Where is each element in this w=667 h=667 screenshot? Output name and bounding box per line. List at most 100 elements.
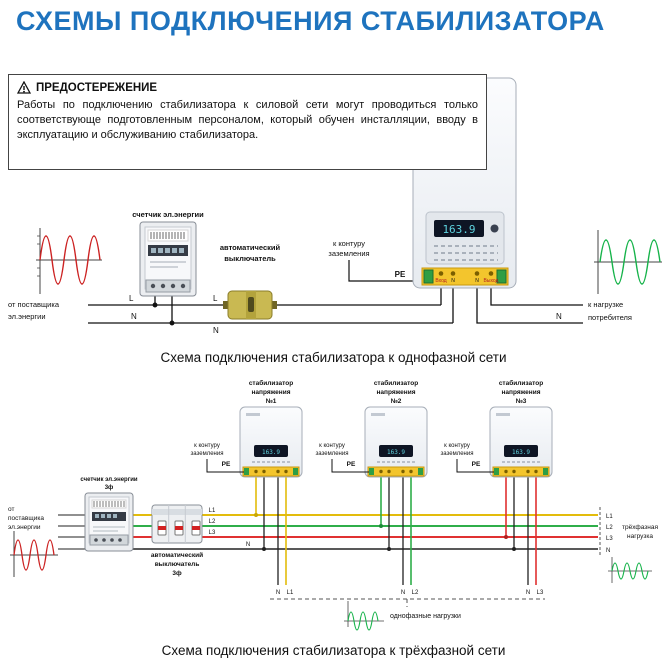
- output-wires: [476, 285, 583, 324]
- phase-label-l3: L3: [209, 530, 216, 536]
- svg-text:выключатель: выключатель: [224, 254, 276, 263]
- load-sine: [599, 239, 661, 285]
- svg-text:эл.энергии: эл.энергии: [8, 312, 46, 321]
- electricity-meter-3ph: [84, 492, 134, 552]
- svg-text:к нагрузке: к нагрузке: [588, 300, 623, 309]
- terminal-label-output-n: N: [475, 278, 479, 284]
- svg-text:3ф: 3ф: [105, 484, 114, 491]
- load-phase-n: N: [606, 548, 610, 554]
- wire-label-n2: N: [213, 326, 219, 335]
- svg-text:163.9: 163.9: [262, 449, 280, 456]
- diagram-three-phase: стабилизатор напряжения №1 163.9 к конту…: [8, 379, 658, 631]
- pe-label-3: PE: [472, 461, 481, 468]
- three-phase-load-label: трёхфазная нагрузка: [622, 524, 658, 540]
- svg-text:заземления: заземления: [316, 451, 349, 457]
- warning-box: ПРЕДОСТЕРЕЖЕНИЕ Работы по подключению ст…: [8, 74, 487, 170]
- load-wave-3ph: [608, 557, 652, 583]
- svg-text:к контуру: к контуру: [333, 239, 365, 248]
- phase-label-l2: L2: [209, 519, 216, 525]
- svg-text:163.9: 163.9: [387, 449, 405, 456]
- ground-label: к контуру заземления: [328, 239, 369, 258]
- single-phase-loads-label: однофазные нагрузки: [390, 613, 461, 620]
- svg-text:потребителя: потребителя: [588, 313, 632, 322]
- svg-text:к контуру: к контуру: [194, 443, 220, 449]
- stabilizer-1-wires: [254, 476, 287, 585]
- out1-n: N: [276, 590, 280, 596]
- wire-label-n: N: [131, 312, 137, 321]
- svg-text:заземления: заземления: [328, 249, 369, 258]
- ground-label-3: к контуру заземления PE: [441, 443, 494, 473]
- load-phase-l2: L2: [606, 525, 613, 531]
- electricity-meter: [139, 221, 197, 297]
- svg-text:поставщика: поставщика: [8, 515, 44, 522]
- ground-label-2: к контуру заземления PE: [316, 443, 369, 473]
- stabilizer-3-wires: [504, 476, 537, 585]
- warning-title: ПРЕДОСТЕРЕЖЕНИЕ: [36, 81, 158, 94]
- load-label: к нагрузке потребителя: [588, 300, 632, 322]
- stabilizer-unit-2: стабилизатор напряжения №2 163.9: [364, 379, 428, 478]
- supply-sine: [39, 235, 101, 285]
- svg-text:счетчик эл.энергии: счетчик эл.энергии: [80, 477, 137, 483]
- svg-text:эл.энергии: эл.энергии: [8, 524, 41, 531]
- stabilizer-2-wires: [379, 476, 412, 585]
- wire-label-l2: L: [213, 294, 218, 303]
- supply-wave-graph-3ph: [10, 531, 58, 577]
- svg-text:трёхфазная: трёхфазная: [622, 524, 658, 531]
- caption-three-phase: Схема подключения стабилизатора к трёхфа…: [161, 643, 506, 658]
- svg-text:№2: №2: [391, 398, 402, 405]
- svg-text:к контуру: к контуру: [444, 443, 470, 449]
- page-title: СХЕМЫ ПОДКЛЮЧЕНИЯ СТАБИЛИЗАТОРА: [16, 6, 605, 36]
- wire-label-l: L: [129, 294, 134, 303]
- single-phase-loads-bracket: [270, 598, 545, 607]
- caption-single-phase: Схема подключения стабилизатора к однофа…: [160, 350, 507, 365]
- svg-text:от поставщика: от поставщика: [8, 300, 60, 309]
- supply-sine-3ph: [13, 539, 55, 571]
- svg-text:к контуру: к контуру: [319, 443, 345, 449]
- supplier-label-3ph: от поставщика эл.энергии: [8, 506, 44, 531]
- stabilizer-display: 163.9: [442, 223, 475, 236]
- circuit-breaker: [223, 290, 277, 320]
- svg-text:выключатель: выключатель: [155, 561, 200, 568]
- warning-text: Работы по подключению стабилизатора к си…: [17, 99, 478, 142]
- svg-text:заземления: заземления: [441, 451, 474, 457]
- ground-label-1: к контуру заземления PE: [191, 443, 244, 473]
- load-wave-graph: [594, 230, 662, 294]
- wire-n: [88, 285, 454, 324]
- meter-3ph-label: счетчик эл.энергии 3ф: [80, 477, 137, 491]
- wire-label-n-out: N: [556, 312, 562, 321]
- svg-text:напряжения: напряжения: [502, 389, 541, 396]
- load-wave-1ph: [344, 601, 384, 631]
- out1-l: L1: [287, 590, 294, 596]
- warning-icon: [17, 81, 31, 94]
- svg-text:напряжения: напряжения: [252, 389, 291, 396]
- pe-label-2: PE: [347, 461, 356, 468]
- out2-n: N: [401, 590, 405, 596]
- pe-wire: [348, 260, 424, 282]
- svg-text:от: от: [8, 506, 14, 513]
- supply-stub-wires: [58, 514, 85, 550]
- terminal-strip: Вход N N Выход: [421, 267, 509, 286]
- meter-label: счетчик эл.энергии: [132, 210, 204, 219]
- stabilizer-unit-3: стабилизатор напряжения №3 163.9: [489, 379, 553, 478]
- svg-text:напряжения: напряжения: [377, 389, 416, 396]
- pe-label-1: PE: [222, 461, 231, 468]
- svg-text:стабилизатор: стабилизатор: [499, 379, 543, 387]
- svg-text:заземления: заземления: [191, 451, 224, 457]
- svg-text:стабилизатор: стабилизатор: [249, 379, 293, 387]
- svg-text:3ф: 3ф: [172, 570, 182, 577]
- supplier-label: от поставщика эл.энергии: [8, 300, 60, 321]
- breaker-label-3ph: автоматический выключатель 3ф: [151, 551, 203, 577]
- supply-wave-graph: [36, 228, 102, 294]
- out3-l: L3: [537, 590, 544, 596]
- terminal-label-input: Вход: [435, 278, 446, 284]
- load-phase-l1: L1: [606, 514, 613, 520]
- meter-drop-wires: [152, 292, 175, 326]
- phase-label-l1: L1: [209, 508, 216, 514]
- svg-text:нагрузка: нагрузка: [627, 533, 653, 540]
- terminal-label-output: Выход: [484, 278, 499, 284]
- load-phase-l3: L3: [606, 536, 613, 542]
- pe-label: PE: [395, 270, 406, 279]
- svg-text:№3: №3: [516, 398, 527, 405]
- out2-l: L2: [412, 590, 419, 596]
